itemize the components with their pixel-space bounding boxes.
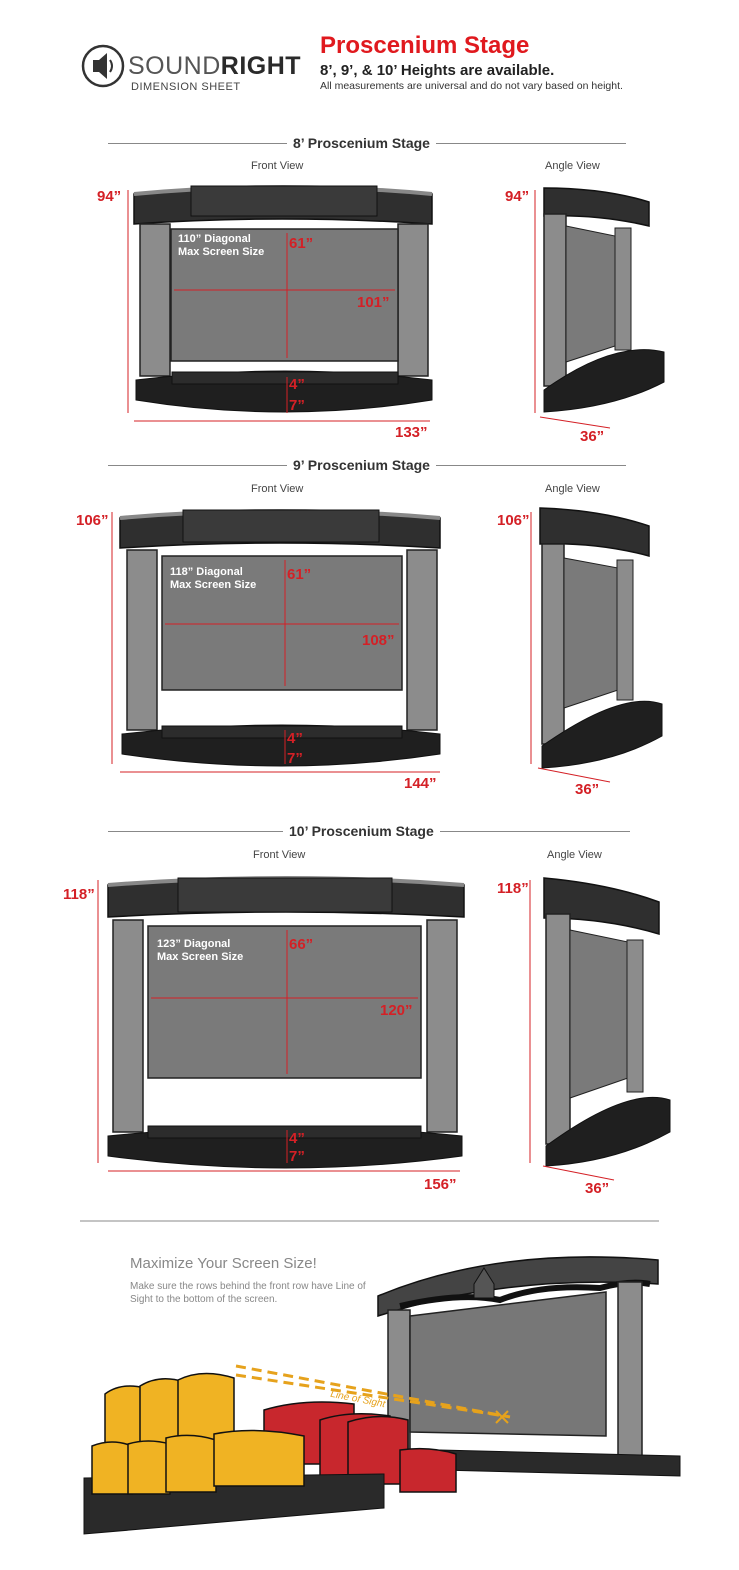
diagonal-10: 123” Diagonal: [157, 938, 231, 950]
screen-height-dim-9: 61”: [287, 566, 312, 583]
brand-bold: RIGHT: [220, 52, 302, 80]
step1-dim-10: 4”: [289, 1130, 305, 1147]
stage-10-angle-drawing: [529, 877, 671, 1181]
stage-8-angle-drawing: [534, 187, 665, 429]
screen-label-8: 110” Diagonal Max Screen Size: [178, 233, 264, 259]
speaker-icon: [81, 44, 125, 88]
front-view-label-10: Front View: [253, 849, 306, 861]
depth-dim-10: 36”: [585, 1180, 610, 1197]
screen-width-dim-10: 120”: [380, 1002, 413, 1019]
section-title-10: 10’ Proscenium Stage: [283, 823, 440, 839]
step1-dim-8: 4”: [289, 376, 305, 393]
width-dim-8: 133”: [395, 424, 428, 441]
max-screen-10: Max Screen Size: [157, 951, 244, 963]
angle-height-dim-9: 106”: [497, 512, 530, 529]
angle-view-label-8: Angle View: [545, 160, 600, 172]
diagonal-9: 118” Diagonal: [170, 566, 243, 578]
max-screen-9: Max Screen Size: [170, 579, 257, 591]
diagonal-8: 110” Diagonal: [178, 233, 251, 245]
screen-label-9: 118” Diagonal Max Screen Size: [170, 566, 256, 592]
bottom-note: Make sure the rows behind the front row …: [130, 1281, 366, 1305]
screen-label-10: 123” Diagonal Max Screen Size: [157, 938, 243, 964]
width-dim-9: 144”: [404, 775, 437, 792]
page-note: All measurements are universal and do no…: [320, 80, 623, 92]
step1-dim-9: 4”: [287, 730, 303, 747]
section-title-8: 8’ Proscenium Stage: [287, 135, 436, 151]
height-dim-10: 118”: [63, 886, 95, 903]
stage-10-front-drawing: [97, 876, 465, 1172]
stage-9-front-drawing: [111, 509, 441, 773]
brand-light: SOUND: [128, 52, 221, 80]
section-title-9: 9’ Proscenium Stage: [287, 457, 436, 473]
angle-height-dim-8: 94”: [505, 188, 530, 205]
width-dim-10: 156”: [424, 1176, 457, 1193]
depth-dim-9: 36”: [575, 781, 600, 798]
front-view-label-8: Front View: [251, 160, 304, 172]
height-dim-8: 94”: [97, 188, 122, 205]
step2-dim-8: 7”: [289, 397, 305, 414]
angle-height-dim-10: 118”: [497, 880, 529, 897]
screen-width-dim-9: 108”: [362, 632, 395, 649]
step2-dim-9: 7”: [287, 750, 303, 767]
page-title: Proscenium Stage: [320, 32, 530, 59]
screen-height-dim-8: 61”: [289, 235, 314, 252]
stage-9-angle-drawing: [530, 507, 663, 783]
angle-view-label-9: Angle View: [545, 483, 600, 495]
theater-illustration: [83, 1256, 681, 1535]
height-dim-9: 106”: [76, 512, 109, 529]
depth-dim-8: 36”: [580, 428, 605, 445]
screen-height-dim-10: 66”: [289, 936, 314, 953]
step2-dim-10: 7”: [289, 1148, 305, 1165]
bottom-title: Maximize Your Screen Size!: [130, 1255, 317, 1272]
max-screen-8: Max Screen Size: [178, 246, 265, 258]
stage-8-front-drawing: [127, 185, 433, 422]
screen-width-dim-8: 101”: [357, 294, 390, 311]
brand-logo: SOUNDRIGHT: [128, 52, 301, 81]
brand-sub: DIMENSION SHEET: [131, 81, 241, 93]
front-view-label-9: Front View: [251, 483, 304, 495]
page-subtitle: 8’, 9’, & 10’ Heights are available.: [320, 62, 555, 79]
angle-view-label-10: Angle View: [547, 849, 602, 861]
